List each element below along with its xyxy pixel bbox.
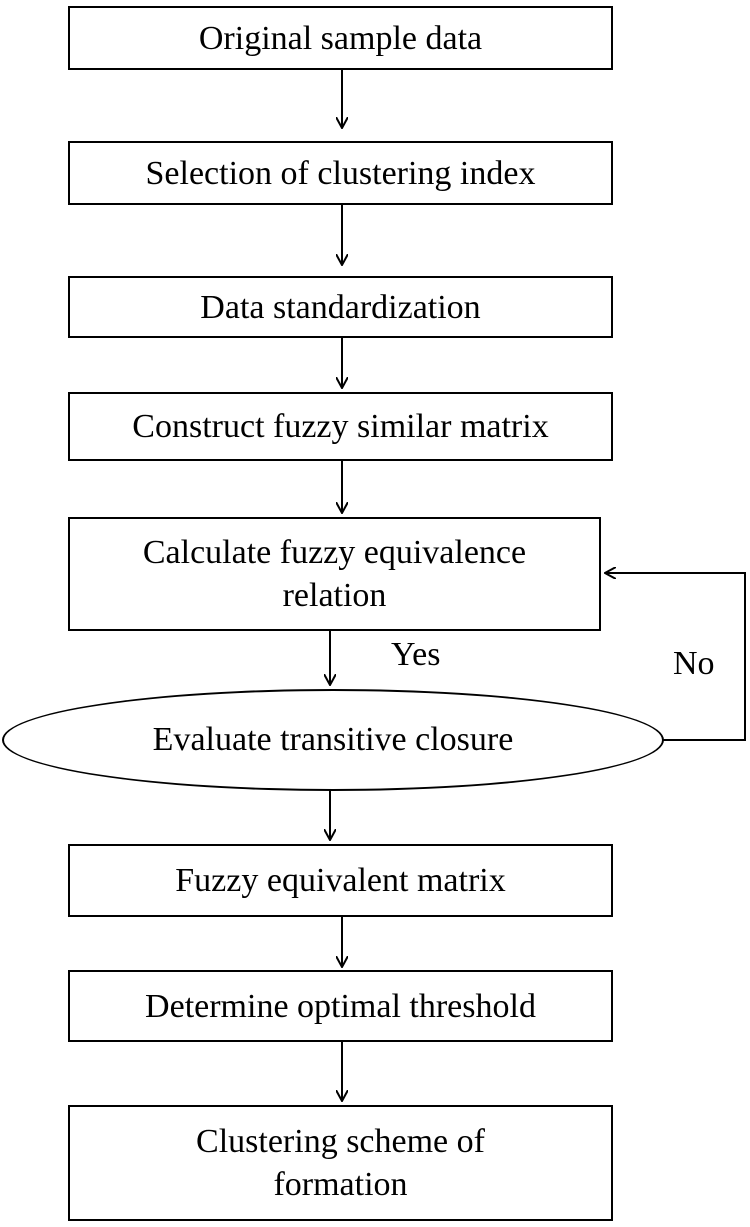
decision-label: Evaluate transitive closure [152, 721, 514, 758]
step-label: Data standardization [200, 288, 481, 326]
step-label: Original sample data [198, 19, 483, 57]
step-label: Construct fuzzy similar matrix [132, 408, 549, 445]
step-label-line1: Clustering scheme of [196, 1123, 485, 1160]
step-determine-optimal-threshold: Determine optimal threshold [68, 970, 613, 1042]
step-selection-clustering-index: Selection of clustering index [68, 141, 613, 205]
step-label-line1: Calculate fuzzy equivalence [142, 534, 527, 571]
decision-evaluate-transitive-closure: Evaluate transitive closure [2, 689, 664, 791]
step-label-line2: relation [282, 577, 387, 614]
step-fuzzy-equivalent-matrix: Fuzzy equivalent matrix [68, 844, 613, 917]
yes-label: Yes [391, 636, 441, 673]
step-calculate-fuzzy-equivalence-relation: Calculate fuzzy equivalence relation [68, 517, 601, 631]
step-clustering-scheme-of-formation: Clustering scheme of formation [68, 1105, 613, 1221]
step-original-sample-data: Original sample data [68, 6, 613, 70]
step-label: Determine optimal threshold [145, 987, 536, 1025]
step-label-line2: formation [273, 1166, 408, 1203]
step-label: Selection of clustering index [145, 154, 536, 192]
step-label: Fuzzy equivalent matrix [175, 862, 506, 899]
no-label: No [673, 645, 715, 682]
step-construct-fuzzy-similar-matrix: Construct fuzzy similar matrix [68, 392, 613, 461]
feedback-no-loop [605, 573, 746, 741]
step-data-standardization: Data standardization [68, 276, 613, 338]
